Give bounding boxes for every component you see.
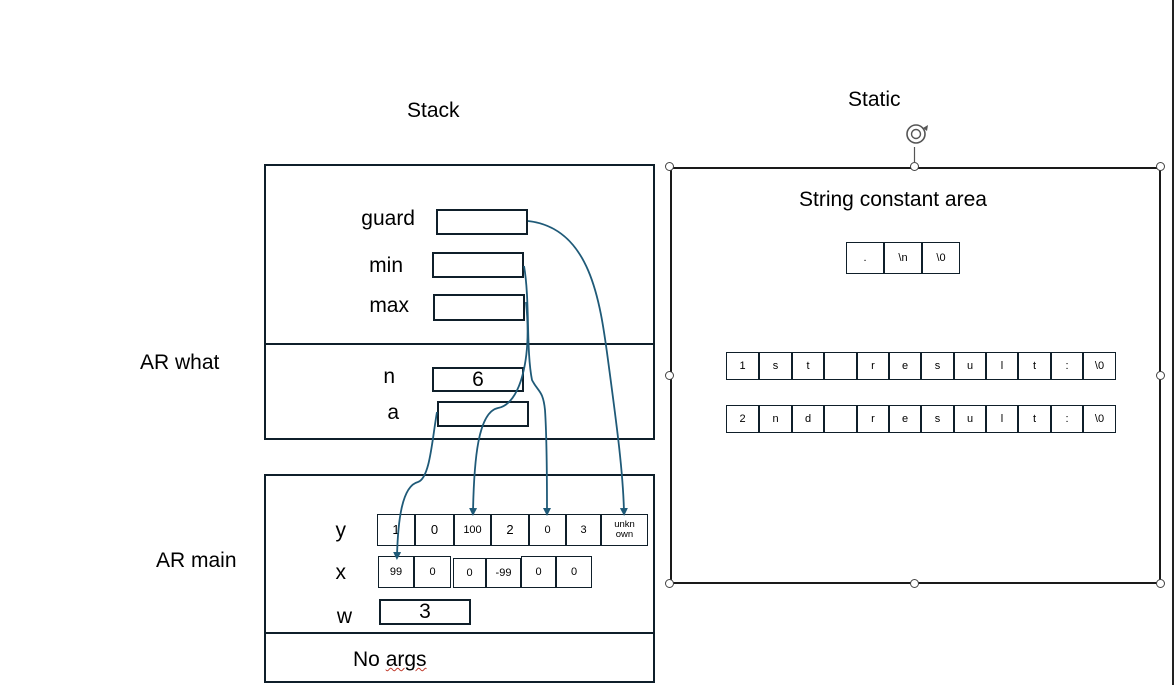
y-cell: 1 <box>377 514 415 546</box>
char-cell: r <box>857 352 889 380</box>
frame-label-what: AR what <box>140 351 220 374</box>
resize-handle[interactable] <box>665 579 674 588</box>
char-cell: d <box>792 405 824 433</box>
char-cell: : <box>1051 352 1083 380</box>
static-title: Static <box>848 88 901 111</box>
resize-handle[interactable] <box>665 162 674 171</box>
char-cell: t <box>1018 352 1051 380</box>
char-cell: s <box>921 352 954 380</box>
char-cell: \0 <box>922 242 960 274</box>
char-cell: l <box>986 352 1018 380</box>
char-cell: s <box>759 352 792 380</box>
frame-label-main: AR main <box>156 549 237 572</box>
char-cell: 1 <box>726 352 759 380</box>
w-value: 3 <box>419 600 431 623</box>
char-cell: n <box>759 405 792 433</box>
n-slot[interactable]: 6 <box>432 367 524 392</box>
ar-main-frame <box>264 474 655 683</box>
char-cell: \n <box>884 242 922 274</box>
var-x-label: x <box>335 561 347 584</box>
guard-slot[interactable] <box>436 209 528 235</box>
stack-title: Stack <box>407 99 460 122</box>
char-cell: l <box>986 405 1018 433</box>
char-cell <box>824 405 857 433</box>
char-cell: 2 <box>726 405 759 433</box>
var-a-label: a <box>387 401 399 424</box>
string-area-title: String constant area <box>799 188 987 211</box>
char-cell: : <box>1051 405 1083 433</box>
max-slot[interactable] <box>433 294 525 321</box>
char-cell: u <box>954 405 986 433</box>
char-cell: \0 <box>1083 405 1116 433</box>
n-value: 6 <box>472 367 484 391</box>
var-n-label: n <box>383 365 395 388</box>
y-cell: 0 <box>415 514 454 546</box>
y-cell: 2 <box>491 514 529 546</box>
x-cell: 99 <box>378 556 414 588</box>
char-cell: u <box>954 352 986 380</box>
x-cell: 0 <box>453 558 486 588</box>
x-cell: 0 <box>414 556 451 588</box>
min-pointer-arrow <box>523 265 551 516</box>
ar-main-divider <box>264 632 655 634</box>
resize-handle[interactable] <box>665 371 674 380</box>
ar-what-frame <box>264 164 655 440</box>
char-cell: e <box>889 352 921 380</box>
a-pointer-arrow <box>393 411 438 560</box>
x-cell: -99 <box>486 558 521 588</box>
var-w-label: w <box>336 605 352 628</box>
resize-handle[interactable] <box>910 579 919 588</box>
no-args-label: No args <box>353 648 427 672</box>
resize-handle[interactable] <box>1156 579 1165 588</box>
char-cell: e <box>889 405 921 433</box>
char-cell: r <box>857 405 889 433</box>
char-cell: . <box>846 242 884 274</box>
char-cell: s <box>921 405 954 433</box>
max-pointer-arrow <box>469 301 529 516</box>
x-cell: 0 <box>521 556 556 588</box>
y-cell: 0 <box>529 514 566 546</box>
y-cell: 3 <box>566 514 601 546</box>
var-guard-label: guard <box>361 207 415 230</box>
canvas-edge <box>1172 0 1174 685</box>
resize-handle[interactable] <box>1156 162 1165 171</box>
y-cell: unkn own <box>601 514 648 546</box>
no-args-word: args <box>385 648 427 671</box>
guard-pointer-arrow <box>527 220 628 516</box>
rotate-handle-icon[interactable] <box>906 124 928 163</box>
ar-what-divider <box>264 343 655 345</box>
no-args-prefix: No <box>353 648 380 671</box>
min-slot[interactable] <box>432 252 524 278</box>
x-cell: 0 <box>556 556 592 588</box>
char-cell <box>824 352 857 380</box>
var-y-label: y <box>335 519 347 542</box>
var-max-label: max <box>369 294 409 317</box>
w-slot[interactable]: 3 <box>379 599 471 625</box>
char-cell: t <box>1018 405 1051 433</box>
var-min-label: min <box>369 254 403 277</box>
resize-handle[interactable] <box>1156 371 1165 380</box>
char-cell: t <box>792 352 824 380</box>
y-cell: 100 <box>454 514 491 546</box>
char-cell: \0 <box>1083 352 1116 380</box>
